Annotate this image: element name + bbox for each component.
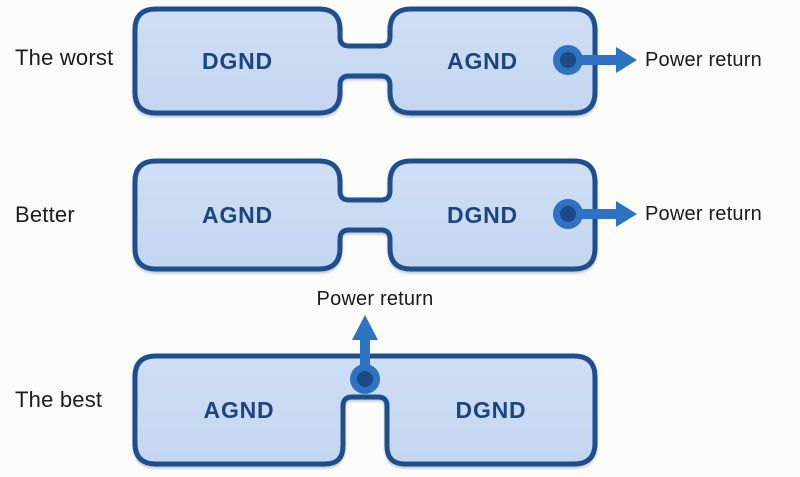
ground-planes-notched-shape <box>132 353 598 467</box>
power-return-label-row1: Power return <box>645 49 762 71</box>
plane-label-left-row1: DGND <box>202 48 273 74</box>
ground-planes-dumbbell-shape <box>132 158 598 272</box>
connection-dot <box>553 45 583 75</box>
row-better-shapes <box>132 158 637 272</box>
row-label-worst: The worst <box>15 45 114 70</box>
plane-label-left-row2: AGND <box>202 202 273 228</box>
plane-label-right-row3: DGND <box>455 397 527 423</box>
plane-label-right-row1: AGND <box>447 48 518 74</box>
row-best-shapes <box>132 315 598 467</box>
plane-label-left-row3: AGND <box>203 397 275 423</box>
ground-planes-dumbbell-shape <box>132 6 598 116</box>
power-return-label-row2: Power return <box>645 203 762 225</box>
row-label-best: The best <box>15 387 103 412</box>
plane-label-right-row2: DGND <box>447 202 518 228</box>
connection-dot <box>350 364 380 394</box>
row-label-better: Better <box>15 202 75 227</box>
row-worst-shapes <box>132 6 637 116</box>
power-return-label-row3: Power return <box>316 288 434 310</box>
connection-dot <box>553 199 583 229</box>
